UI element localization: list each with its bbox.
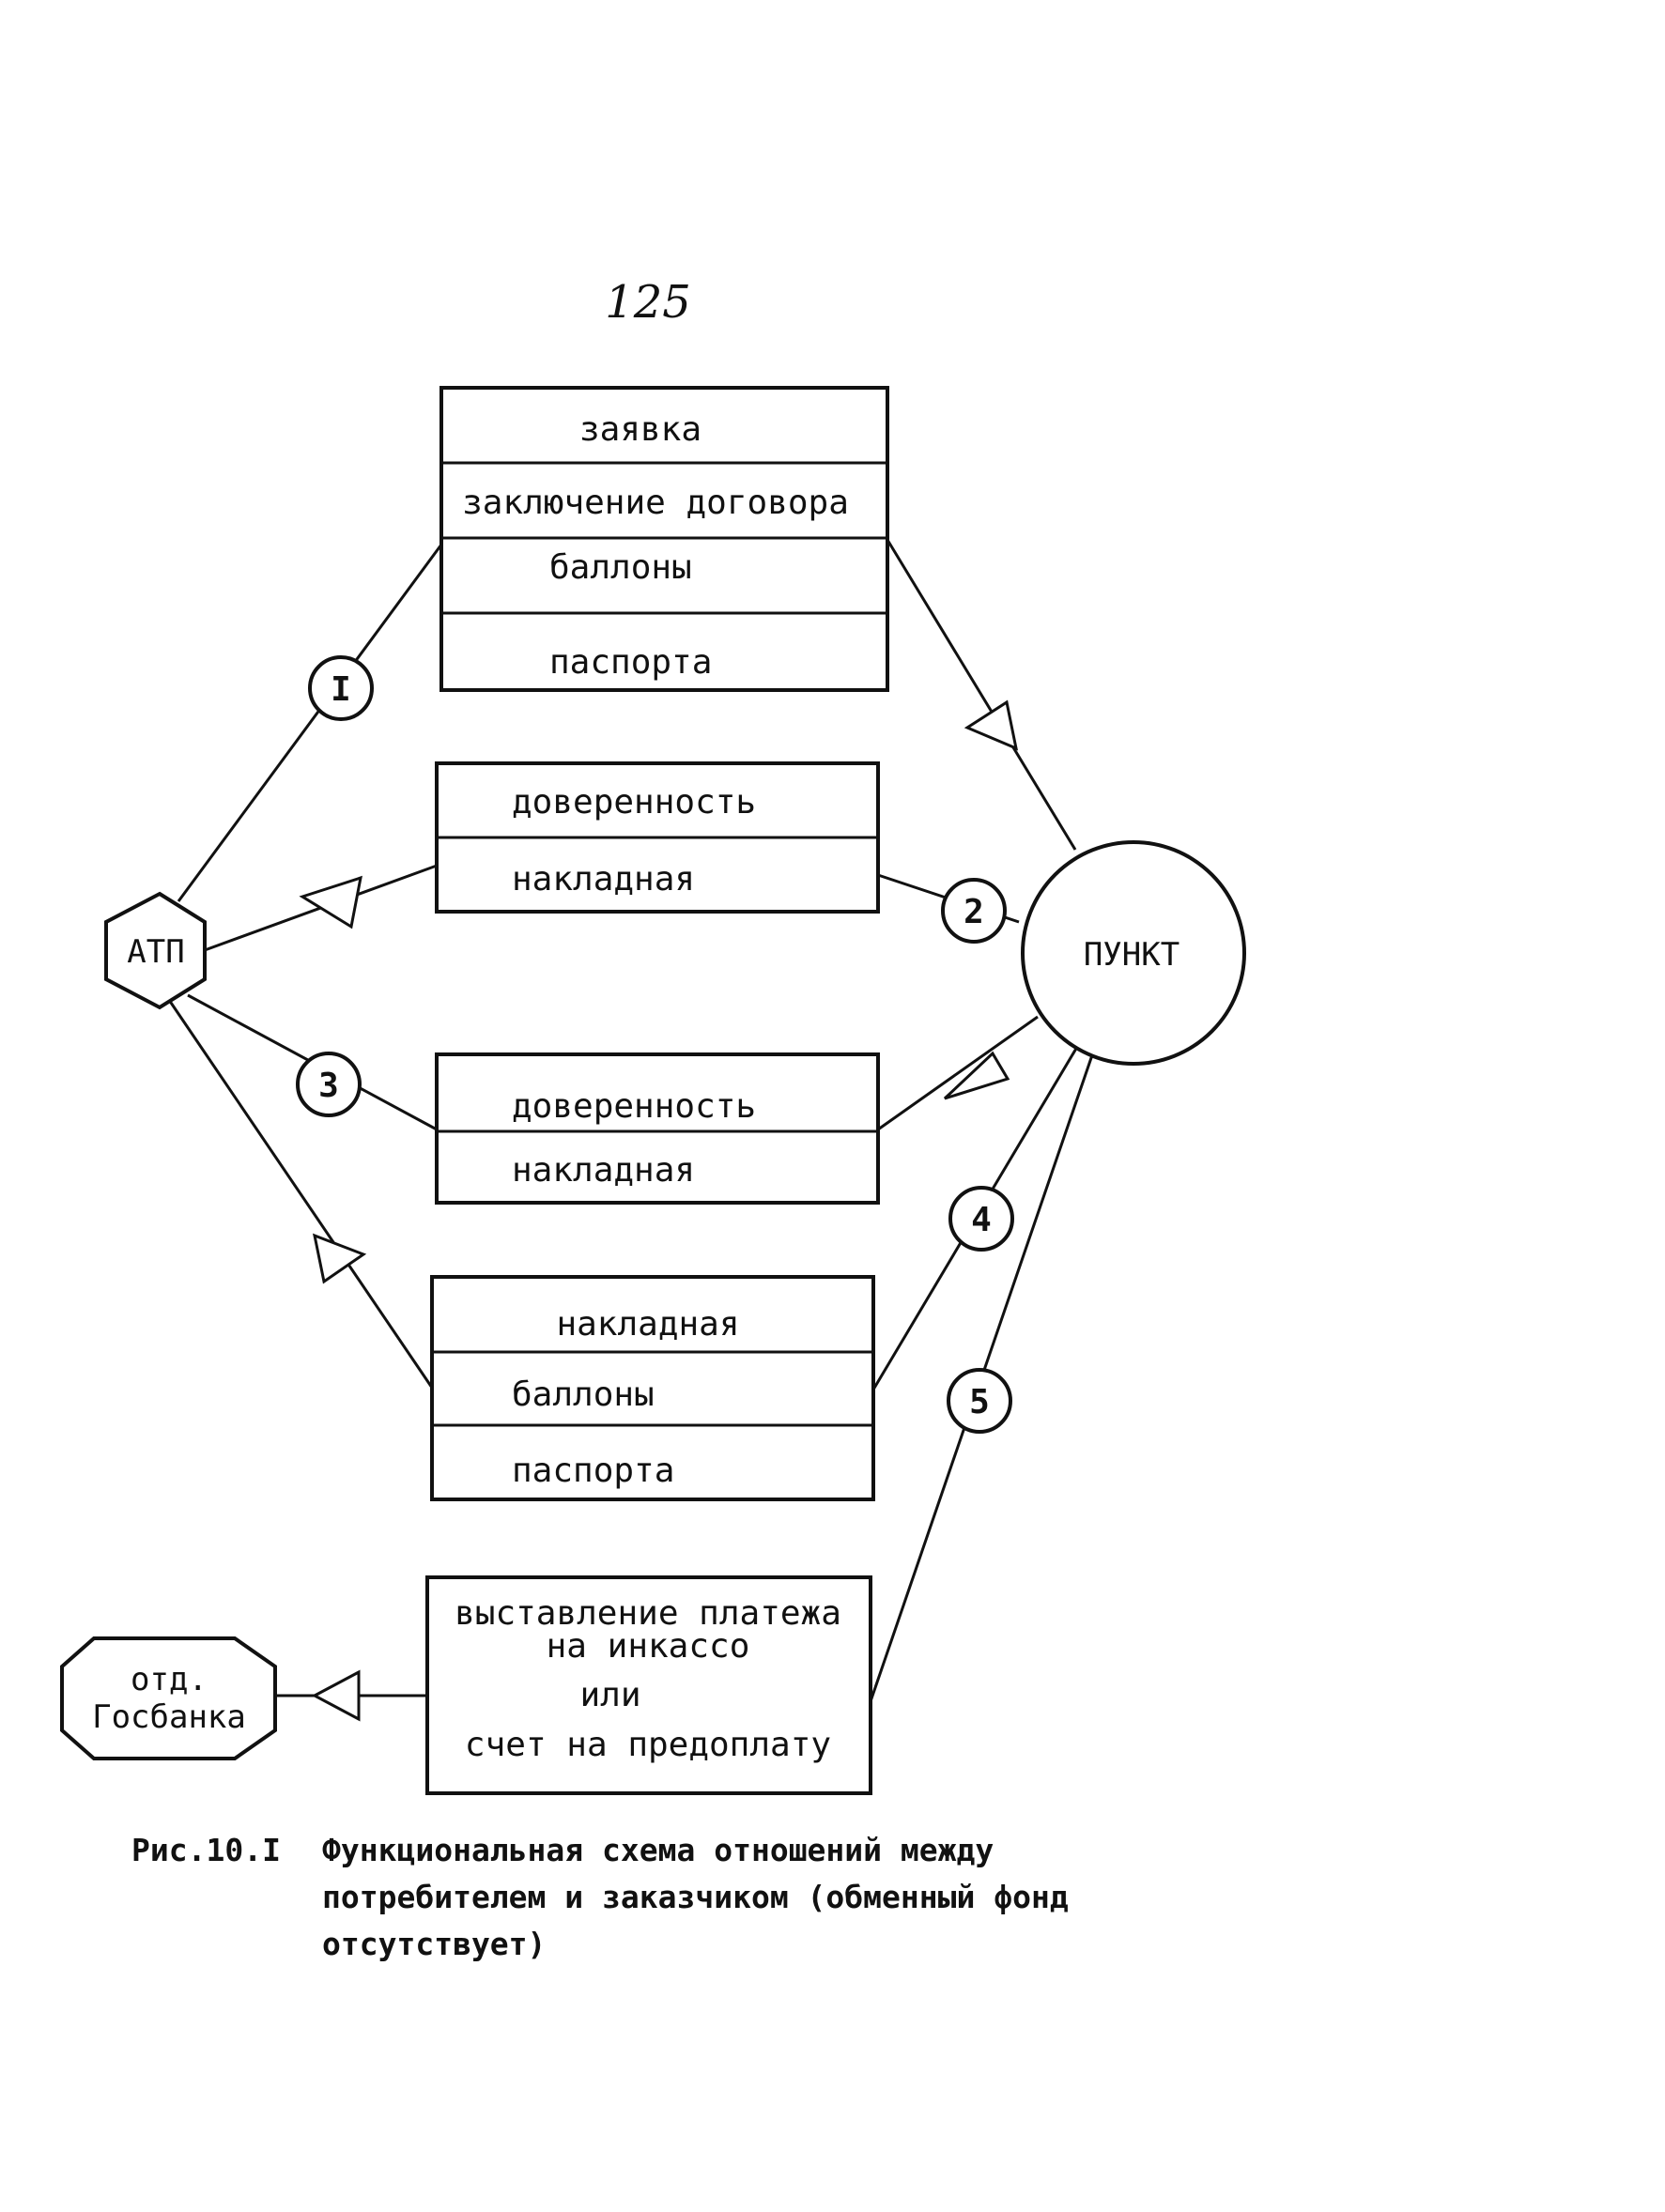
arrowhead-flow5 — [311, 1669, 361, 1722]
edge-atp-to-flow1 — [177, 544, 443, 902]
flow5-document-box: выставление платежа на инкассо или счет … — [425, 1575, 872, 1795]
flow5-row-or: или — [579, 1676, 640, 1714]
flow1-document-box: заявка заключение договора баллоны паспо… — [439, 386, 889, 692]
flow2-document-box: доверенность накладная — [435, 761, 880, 914]
flow3-number-badge: 3 — [296, 1052, 362, 1117]
svg-text:2: 2 — [964, 893, 984, 931]
flow1-row-passports: паспорта — [549, 643, 712, 682]
flow4-row-cylinders: баллоны — [512, 1375, 655, 1414]
svg-text:4: 4 — [971, 1201, 992, 1239]
flow1-row-cylinders: баллоны — [549, 548, 692, 587]
caption-line3: отсутствует) — [322, 1926, 546, 1962]
edge-flow4-to-atp — [167, 999, 434, 1389]
arrowhead-flow1 — [964, 699, 1019, 751]
flow3-row-waybill: накладная — [512, 1151, 695, 1190]
flow1-number-badge: I — [308, 655, 374, 721]
punkt-label: ПУНКТ — [1084, 936, 1179, 974]
page-number: 125 — [605, 276, 691, 329]
flow2-number-badge: 2 — [941, 878, 1007, 944]
svg-text:3: 3 — [318, 1067, 339, 1105]
arrowhead-flow3 — [943, 1051, 1010, 1100]
flow3-document-box: доверенность накладная — [435, 1052, 880, 1205]
edge-flow1-to-punkt — [886, 539, 1077, 851]
flow5-row-collection: на инкассо — [547, 1627, 750, 1666]
flow4-document-box: накладная баллоны паспорта — [430, 1275, 875, 1501]
flow1-row-request: заявка — [579, 410, 701, 449]
flow3-row-power-of-attorney: доверенность — [512, 1087, 756, 1126]
svg-text:5: 5 — [969, 1383, 990, 1421]
flow2-row-power-of-attorney: доверенность — [512, 783, 756, 822]
flow5-number-badge: 5 — [947, 1368, 1012, 1434]
bank-node: отд. Госбанка — [60, 1636, 277, 1760]
caption-label: Рис.10.I — [131, 1832, 281, 1868]
punkt-node: ПУНКТ — [1021, 840, 1246, 1066]
caption-line2: потребителем и заказчиком (обменный фонд — [322, 1879, 1069, 1915]
flow5-row-payment-request: выставление платежа — [455, 1594, 841, 1633]
flow2-row-waybill: накладная — [512, 860, 695, 899]
bank-label-line2: Госбанка — [92, 1698, 246, 1736]
bank-label-line1: отд. — [131, 1661, 208, 1698]
atp-node: АТП — [104, 891, 207, 1010]
atp-label: АТП — [127, 933, 184, 971]
flow1-row-contract: заключение договора — [462, 484, 849, 522]
svg-text:I: I — [331, 670, 351, 709]
figure-caption: Рис.10.I Функциональная схема отношений … — [131, 1832, 1069, 1962]
arrowhead-flow2 — [299, 875, 362, 929]
caption-line1: Функциональная схема отношений между — [322, 1832, 994, 1868]
arrowhead-flow4 — [312, 1233, 367, 1284]
edge-flow3-to-punkt — [877, 1015, 1039, 1131]
flow5-row-prepayment-invoice: счет на предоплату — [465, 1726, 831, 1764]
flow4-row-passports: паспорта — [512, 1452, 674, 1490]
flow4-number-badge: 4 — [948, 1186, 1014, 1252]
flow4-row-waybill: накладная — [556, 1305, 739, 1344]
arrowheads — [299, 699, 1019, 1722]
